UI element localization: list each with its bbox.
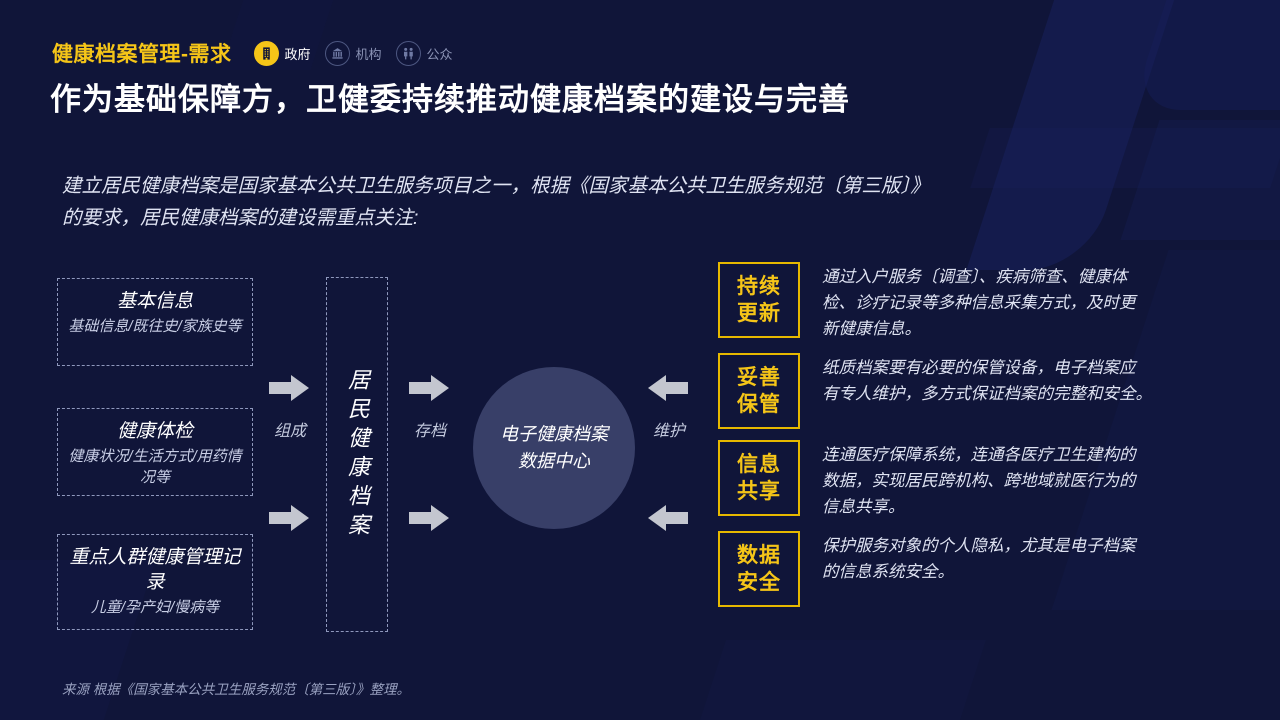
source-note: 来源 根据《国家基本公共卫生服务规范〔第三版〕》整理。 [62, 682, 410, 697]
data-center-hub: 电子健康档案 数据中心 [473, 367, 635, 529]
arrow-group-archive: 存档 [406, 262, 454, 642]
source-subtitle: 基础信息/既往史/家族史等 [68, 318, 242, 335]
role-chip-government[interactable]: 政府 [253, 40, 311, 66]
archive-box-label: 居民健康档案 [345, 367, 370, 542]
principle-desc-line-3: 新健康信息。 [822, 320, 921, 338]
principle-tag: 信息 共享 [718, 440, 800, 516]
principle-description: 纸质档案要有必要的保管设备，电子档案应 有专人维护，多方式保证档案的完整和安全。 [822, 353, 1228, 407]
source-box-key-population: 重点人群健康管理记录 儿童/孕产妇/慢病等 [57, 534, 253, 630]
source-subtitle: 健康状况/生活方式/用药情况等 [68, 448, 242, 486]
government-building-icon [253, 40, 279, 66]
principle-row-information-sharing: 信息 共享 连通医疗保障系统，连通各医疗卫生建构的 数据，实现居民跨机构、跨地域… [718, 440, 1228, 520]
arrow-left-icon [648, 375, 688, 401]
principle-description: 保护服务对象的个人隐私，尤其是电子档案 的信息系统安全。 [822, 531, 1228, 585]
principle-desc-line-2: 有专人维护，多方式保证档案的完整和安全。 [822, 385, 1152, 403]
arrow-label-maintain: 维护 [652, 423, 685, 440]
principle-row-data-security: 数据 安全 保护服务对象的个人隐私，尤其是电子档案 的信息系统安全。 [718, 531, 1228, 607]
people-group-icon [395, 40, 421, 66]
principle-tag: 妥善 保管 [718, 353, 800, 429]
eyebrow-title: 健康档案管理-需求 [52, 43, 232, 66]
principle-desc-line-2: 检、诊疗记录等多种信息采集方式，及时更 [822, 294, 1136, 312]
role-label: 政府 [284, 46, 311, 62]
bg-shape [1130, 0, 1280, 110]
principle-description: 通过入户服务〔调查〕、疾病筛查、健康体 检、诊疗记录等多种信息采集方式，及时更 … [822, 262, 1228, 342]
hub-label: 电子健康档案 数据中心 [500, 421, 608, 475]
source-box-basic-info: 基本信息 基础信息/既往史/家族史等 [57, 278, 253, 366]
header-eyebrow-row: 健康档案管理-需求 [52, 38, 453, 68]
archive-box: 居民健康档案 [326, 277, 388, 632]
source-title: 健康体检 [116, 421, 193, 442]
role-label: 公众 [426, 46, 453, 62]
principle-desc-line-1: 纸质档案要有必要的保管设备，电子档案应 [822, 359, 1136, 377]
lead-paragraph: 建立居民健康档案是国家基本公共卫生服务项目之一，根据《国家基本公共卫生服务规范〔… [62, 170, 1212, 234]
diagram: 基本信息 基础信息/既往史/家族史等 健康体检 健康状况/生活方式/用药情况等 … [0, 262, 1280, 652]
source-title: 重点人群健康管理记录 [69, 547, 241, 593]
principle-desc-line-1: 通过入户服务〔调查〕、疾病筛查、健康体 [822, 268, 1128, 286]
principle-tag-line-2: 更新 [737, 302, 781, 325]
page-title: 作为基础保障方，卫健委持续推动健康档案的建设与完善 [50, 82, 850, 117]
arrow-right-icon [269, 505, 309, 531]
principle-tag-line-2: 保管 [737, 393, 781, 416]
bg-shape [674, 640, 986, 720]
lead-line-2: 的要求，居民健康档案的建设需重点关注: [62, 207, 419, 229]
hub-label-line-2: 数据中心 [518, 451, 590, 471]
role-label: 机构 [355, 46, 382, 62]
principle-row-continuous-update: 持续 更新 通过入户服务〔调查〕、疾病筛查、健康体 检、诊疗记录等多种信息采集方… [718, 262, 1228, 342]
principle-desc-line-1: 连通医疗保障系统，连通各医疗卫生建构的 [822, 446, 1136, 464]
principle-desc-line-2: 数据，实现居民跨机构、跨地域就医行为的 [822, 472, 1136, 490]
principle-tag: 持续 更新 [718, 262, 800, 338]
source-subtitle: 儿童/孕产妇/慢病等 [90, 599, 220, 616]
principle-row-proper-custody: 妥善 保管 纸质档案要有必要的保管设备，电子档案应 有专人维护，多方式保证档案的… [718, 353, 1228, 429]
principle-description: 连通医疗保障系统，连通各医疗卫生建构的 数据，实现居民跨机构、跨地域就医行为的 … [822, 440, 1228, 520]
arrow-group-compose: 组成 [266, 262, 314, 642]
role-list: 政府 机构 [253, 40, 453, 66]
arrow-label-compose: 组成 [273, 423, 306, 440]
role-chip-institution[interactable]: 机构 [324, 40, 382, 66]
source-box-health-exam: 健康体检 健康状况/生活方式/用药情况等 [57, 408, 253, 496]
lead-line-1: 建立居民健康档案是国家基本公共卫生服务项目之一，根据《国家基本公共卫生服务规范〔… [62, 175, 930, 197]
principle-desc-line-2: 的信息系统安全。 [822, 563, 954, 581]
institution-building-icon [324, 40, 350, 66]
principle-desc-line-1: 保护服务对象的个人隐私，尤其是电子档案 [822, 537, 1136, 555]
principle-tag: 数据 安全 [718, 531, 800, 607]
arrow-right-icon [269, 375, 309, 401]
principle-tag-line-1: 信息 [737, 453, 781, 476]
principle-tag-line-1: 妥善 [737, 366, 781, 389]
principles-list: 持续 更新 通过入户服务〔调查〕、疾病筛查、健康体 检、诊疗记录等多种信息采集方… [718, 262, 1228, 618]
principle-tag-line-1: 数据 [737, 544, 781, 567]
principle-tag-line-2: 共享 [737, 480, 781, 503]
hub-label-line-1: 电子健康档案 [500, 424, 608, 444]
arrow-label-archive: 存档 [413, 423, 446, 440]
arrow-right-icon [409, 505, 449, 531]
principle-tag-line-1: 持续 [737, 275, 781, 298]
arrow-group-maintain: 维护 [645, 262, 693, 642]
principle-tag-line-2: 安全 [737, 571, 781, 594]
role-chip-public[interactable]: 公众 [395, 40, 453, 66]
source-column: 基本信息 基础信息/既往史/家族史等 健康体检 健康状况/生活方式/用药情况等 … [57, 262, 253, 642]
source-title: 基本信息 [116, 291, 193, 312]
arrow-right-icon [409, 375, 449, 401]
principle-desc-line-3: 信息共享。 [822, 498, 905, 516]
arrow-left-icon [648, 505, 688, 531]
